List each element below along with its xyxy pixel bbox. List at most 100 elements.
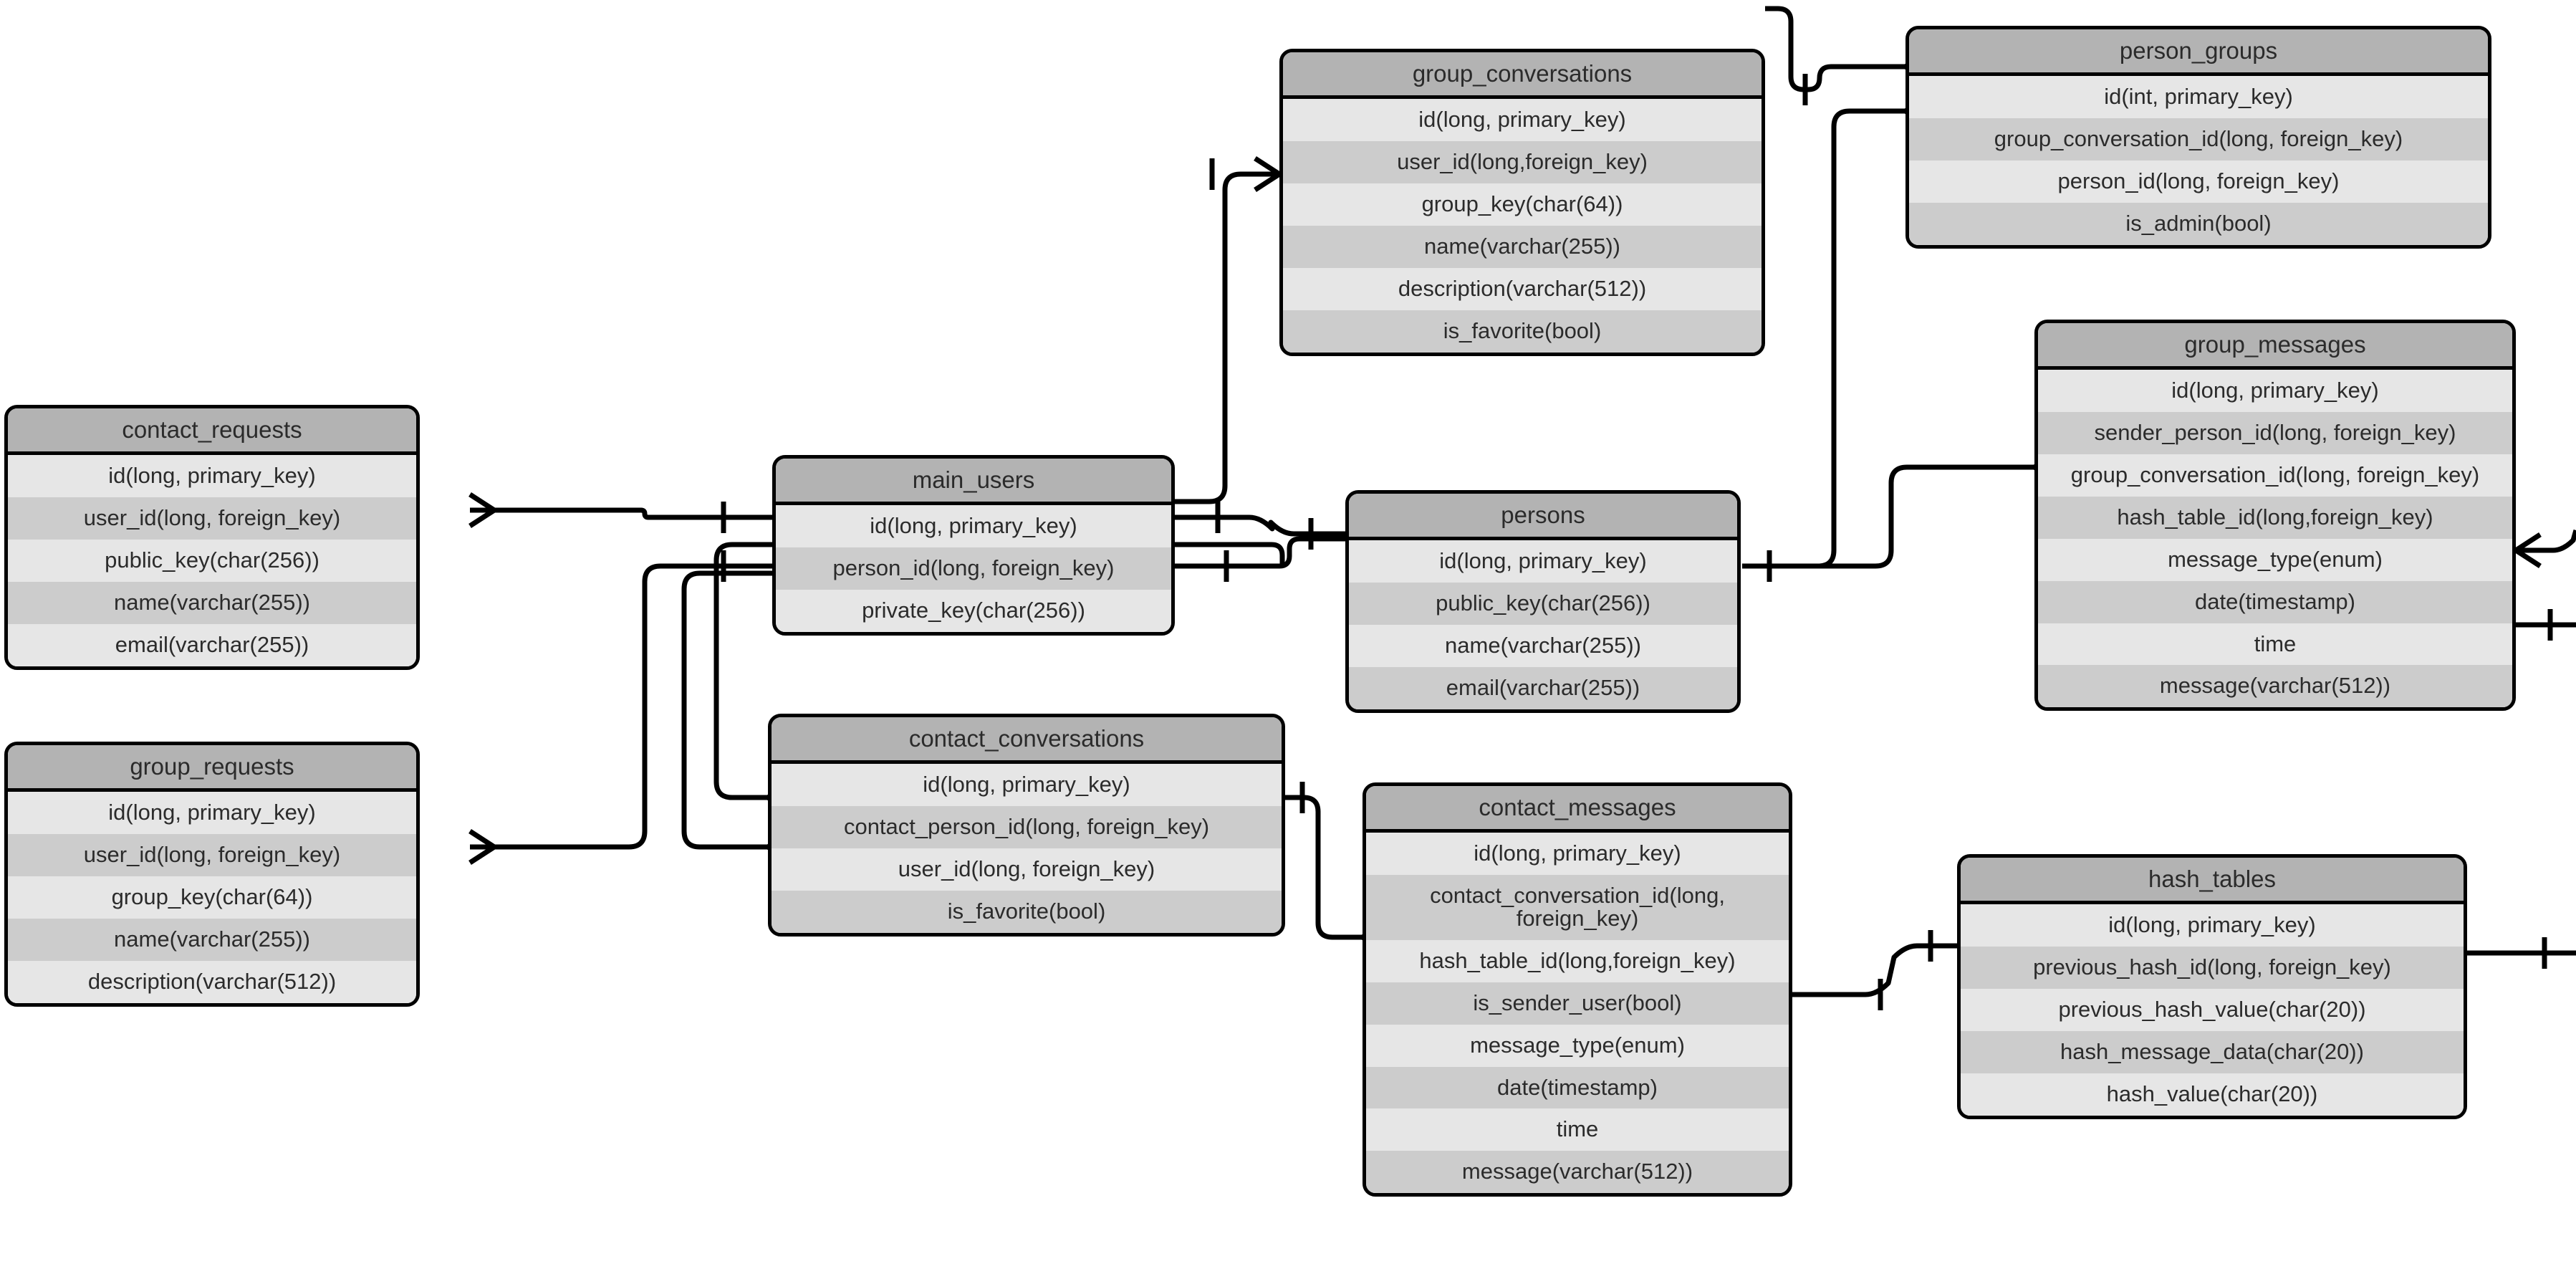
entity-field: group_key(char(64)): [1283, 183, 1762, 226]
entity-field-list: id(long, primary_key)previous_hash_id(lo…: [1961, 904, 2464, 1116]
entity-field: previous_hash_value(char(20)): [1961, 988, 2464, 1031]
entity-field: date(timestamp): [2038, 580, 2512, 623]
entity-field-list: id(long, primary_key)user_id(long, forei…: [8, 455, 416, 666]
entity-title: contact_messages: [1366, 786, 1789, 833]
entity-field: time: [1366, 1108, 1789, 1151]
entity-field: user_id(long,foreign_key): [1283, 140, 1762, 183]
entity-field: person_id(long, foreign_key): [776, 547, 1171, 590]
connector-line: [494, 507, 772, 520]
connector-line: [2516, 530, 2576, 553]
entity-field: id(long, primary_key): [776, 505, 1171, 547]
connector-line: [1175, 536, 1345, 569]
entity-field: id(int, primary_key): [1909, 76, 2488, 118]
entity-field: message(varchar(512)): [1366, 1151, 1789, 1194]
entity-field: is_admin(bool): [1909, 202, 2488, 245]
entity-field: public_key(char(256)): [8, 539, 416, 582]
entity-field: person_id(long, foreign_key): [1909, 160, 2488, 203]
connector-line: [1175, 171, 1279, 504]
entity-field: time: [2038, 623, 2512, 666]
entity-field-list: id(long, primary_key)contact_person_id(l…: [772, 764, 1282, 933]
entity-field-list: id(long, primary_key)user_id(long,foreig…: [1283, 99, 1762, 353]
connector-line: [1175, 514, 1345, 537]
entity-field: id(long, primary_key): [772, 764, 1282, 806]
entity-field: is_favorite(bool): [772, 890, 1282, 933]
entity-field: contact_person_id(long, foreign_key): [772, 805, 1282, 848]
connector-line: [1742, 464, 2034, 569]
connector-line: [1742, 108, 1905, 569]
entity-title: person_groups: [1909, 29, 2488, 76]
entity-field: message(varchar(512)): [2038, 665, 2512, 708]
entity-field: name(varchar(255)): [1283, 225, 1762, 268]
entity-title: main_users: [776, 459, 1171, 505]
entity-title: contact_conversations: [772, 717, 1282, 764]
entity-field: contact_conversation_id(long, foreign_ke…: [1366, 874, 1789, 940]
entity-title: persons: [1349, 494, 1737, 540]
connector-line: [468, 829, 496, 849]
entity-field: public_key(char(256)): [1349, 582, 1737, 625]
connector-line: [1792, 943, 1957, 997]
entity-field: message_type(enum): [2038, 538, 2512, 581]
entity-field: message_type(enum): [1366, 1024, 1789, 1067]
entity-field: hash_value(char(20)): [1961, 1073, 2464, 1116]
entity-field-list: id(long, primary_key)sender_person_id(lo…: [2038, 370, 2512, 708]
connector-line: [681, 570, 772, 850]
entity-field: name(varchar(255)): [1349, 624, 1737, 667]
entity-field: previous_hash_id(long, foreign_key): [1961, 946, 2464, 989]
entity-field: description(varchar(512)): [1283, 267, 1762, 310]
connector-line: [494, 563, 772, 850]
entity-field: email(varchar(255)): [1349, 666, 1737, 709]
entity-field: sender_person_id(long, foreign_key): [2038, 411, 2512, 454]
entity-field-list: id(int, primary_key)group_conversation_i…: [1909, 76, 2488, 245]
entity-field-list: id(long, primary_key)person_id(long, for…: [776, 505, 1171, 632]
entity-field: date(timestamp): [1366, 1066, 1789, 1109]
entity-field: user_id(long, foreign_key): [8, 833, 416, 876]
entity-field-list: id(long, primary_key)public_key(char(256…: [1349, 540, 1737, 709]
entity-title: group_requests: [8, 745, 416, 792]
connector-line: [468, 492, 496, 512]
entity-field: name(varchar(255)): [8, 918, 416, 961]
entity-title: group_conversations: [1283, 52, 1762, 99]
entity-field: id(long, primary_key): [8, 455, 416, 497]
entity-field: id(long, primary_key): [1366, 833, 1789, 875]
entity-field: description(varchar(512)): [8, 960, 416, 1003]
entity-field: email(varchar(255)): [8, 623, 416, 666]
entity-field: is_sender_user(bool): [1366, 982, 1789, 1025]
connector-line: [1254, 172, 1281, 192]
entity-field: group_conversation_id(long, foreign_key): [2038, 454, 2512, 497]
entity-field: hash_table_id(long,foreign_key): [1366, 939, 1789, 982]
entity-field: private_key(char(256)): [776, 589, 1171, 632]
entity-field: name(varchar(255)): [8, 581, 416, 624]
entity-field: hash_message_data(char(20)): [1961, 1030, 2464, 1073]
entity-field: hash_table_id(long,foreign_key): [2038, 496, 2512, 539]
entity-field: group_key(char(64)): [8, 876, 416, 919]
entity-field: user_id(long, foreign_key): [8, 497, 416, 540]
connector-line: [468, 508, 496, 528]
entity-field-list: id(long, primary_key)user_id(long, forei…: [8, 792, 416, 1003]
entity-field: id(long, primary_key): [1349, 540, 1737, 583]
entity-field: user_id(long, foreign_key): [772, 848, 1282, 891]
entity-field-list: id(long, primary_key)contact_conversatio…: [1366, 833, 1789, 1194]
entity-title: group_messages: [2038, 323, 2512, 370]
connector-line: [1765, 6, 1905, 92]
entity-title: contact_requests: [8, 408, 416, 455]
connector-line: [468, 845, 496, 865]
entity-field: id(long, primary_key): [1283, 99, 1762, 141]
entity-field: id(long, primary_key): [2038, 370, 2512, 412]
connector-line: [2514, 532, 2542, 552]
entity-field: is_favorite(bool): [1283, 310, 1762, 353]
entity-field: id(long, primary_key): [8, 792, 416, 834]
connector-line: [1254, 156, 1281, 176]
entity-field: id(long, primary_key): [1961, 904, 2464, 947]
entity-title: hash_tables: [1961, 858, 2464, 904]
